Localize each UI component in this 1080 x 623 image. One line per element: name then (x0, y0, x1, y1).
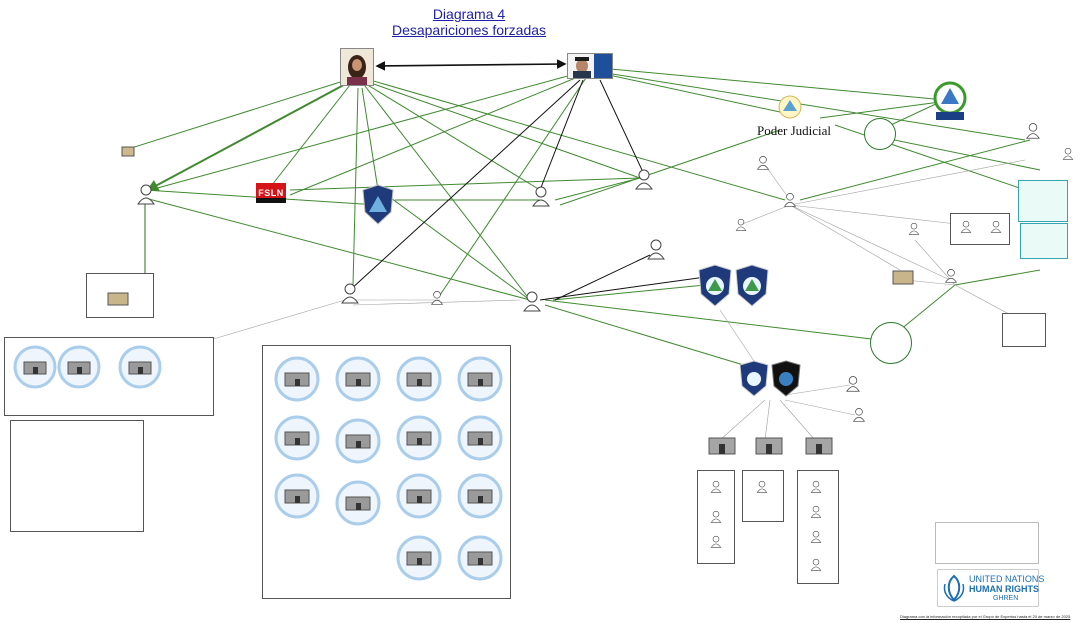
prison-icon-12 (274, 473, 320, 519)
person-icon-29 (710, 535, 722, 548)
prison-icon-11 (457, 415, 503, 461)
prison-icon-7 (457, 356, 503, 402)
detainee-column-2 (742, 470, 784, 522)
person-icon-9 (756, 156, 770, 170)
un-human-rights-logo: UNITED NATIONS HUMAN RIGHTS GHREN (937, 569, 1044, 607)
person-icon-4 (341, 283, 359, 304)
person-icon-7 (647, 239, 665, 260)
person-icon-8 (783, 193, 797, 207)
un-logo-line1: UNITED NATIONS (969, 574, 1045, 584)
prison-icon (13, 345, 57, 389)
prison-building-icon-2 (755, 437, 783, 455)
prison-icon-14 (396, 473, 442, 519)
prison-icon-4 (274, 356, 320, 402)
source-note: Diagrama con la información recopilada p… (900, 614, 1071, 619)
institution-circle-2 (870, 322, 912, 364)
person-icon-32 (810, 505, 822, 518)
prison-icon-13 (335, 480, 381, 526)
prison-building-icon-3 (805, 437, 833, 455)
prison-icon-3 (118, 345, 162, 389)
person-icon-31 (810, 480, 822, 493)
person-icon-27 (710, 480, 722, 493)
person-icon-16 (852, 408, 866, 422)
un-logo-line2: HUMAN RIGHTS (969, 584, 1039, 594)
prison-icon-10 (396, 415, 442, 461)
prison-icon-9 (335, 418, 381, 464)
prison-icon-17 (457, 535, 503, 581)
prison-icon-6 (396, 356, 442, 402)
person-icon-13 (944, 269, 958, 283)
person-icon-14 (908, 222, 920, 235)
person-icon-35 (960, 220, 972, 233)
person-icon-11 (1062, 147, 1074, 160)
person-icon-10 (1026, 123, 1040, 139)
person-icon-2 (532, 186, 550, 207)
persons-box-right (950, 213, 1010, 245)
persons-group-box (10, 420, 144, 532)
person-icon-5 (523, 291, 541, 312)
police-shield-icon-5 (771, 360, 801, 397)
portrait-photo-2 (567, 53, 613, 79)
note-box-1 (1018, 180, 1068, 222)
detainee-column-3 (797, 470, 839, 584)
judicial-seal-icon (778, 95, 802, 119)
prison-icon-2 (57, 345, 101, 389)
legend-box (935, 522, 1039, 564)
person-icon-36 (990, 220, 1002, 233)
person-icon-12 (735, 218, 747, 231)
building-icon (121, 146, 135, 157)
fsln-flag: FSLN (256, 183, 286, 203)
prison-building-icon-5 (107, 292, 129, 306)
diagram-subtitle: Desapariciones forzadas (391, 22, 547, 38)
prison-building-icon-4 (892, 270, 914, 285)
un-logo-line3: GHREN (993, 595, 1019, 602)
portrait-photo-1 (340, 48, 374, 86)
police-shield-icon (362, 184, 394, 225)
un-emblem-icon (943, 574, 965, 602)
police-shield-icon-4 (739, 360, 769, 397)
person-icon-15 (846, 376, 860, 392)
person-icon-6 (430, 291, 444, 305)
person-icon (137, 184, 155, 205)
prison-icon-16 (396, 535, 442, 581)
person-icon-3 (635, 169, 653, 190)
person-icon-30 (756, 480, 768, 493)
person-icon-33 (810, 530, 822, 543)
note-box-2 (1020, 223, 1068, 259)
poder-judicial-label: Poder Judicial (757, 123, 832, 138)
institution-circle-1 (864, 118, 896, 150)
person-icon-28 (710, 510, 722, 523)
person-icon-34 (810, 558, 822, 571)
prison-icon-5 (335, 356, 381, 402)
police-shield-icon-2 (698, 264, 732, 307)
prison-building-icon (708, 437, 736, 455)
police-shield-icon-3 (735, 264, 769, 307)
prison-icon-8 (274, 415, 320, 461)
diagram-title: Diagrama 4 (432, 6, 506, 22)
government-emblem-icon (933, 81, 967, 120)
prison-icon-15 (457, 473, 503, 519)
person-box-right (1002, 313, 1046, 347)
